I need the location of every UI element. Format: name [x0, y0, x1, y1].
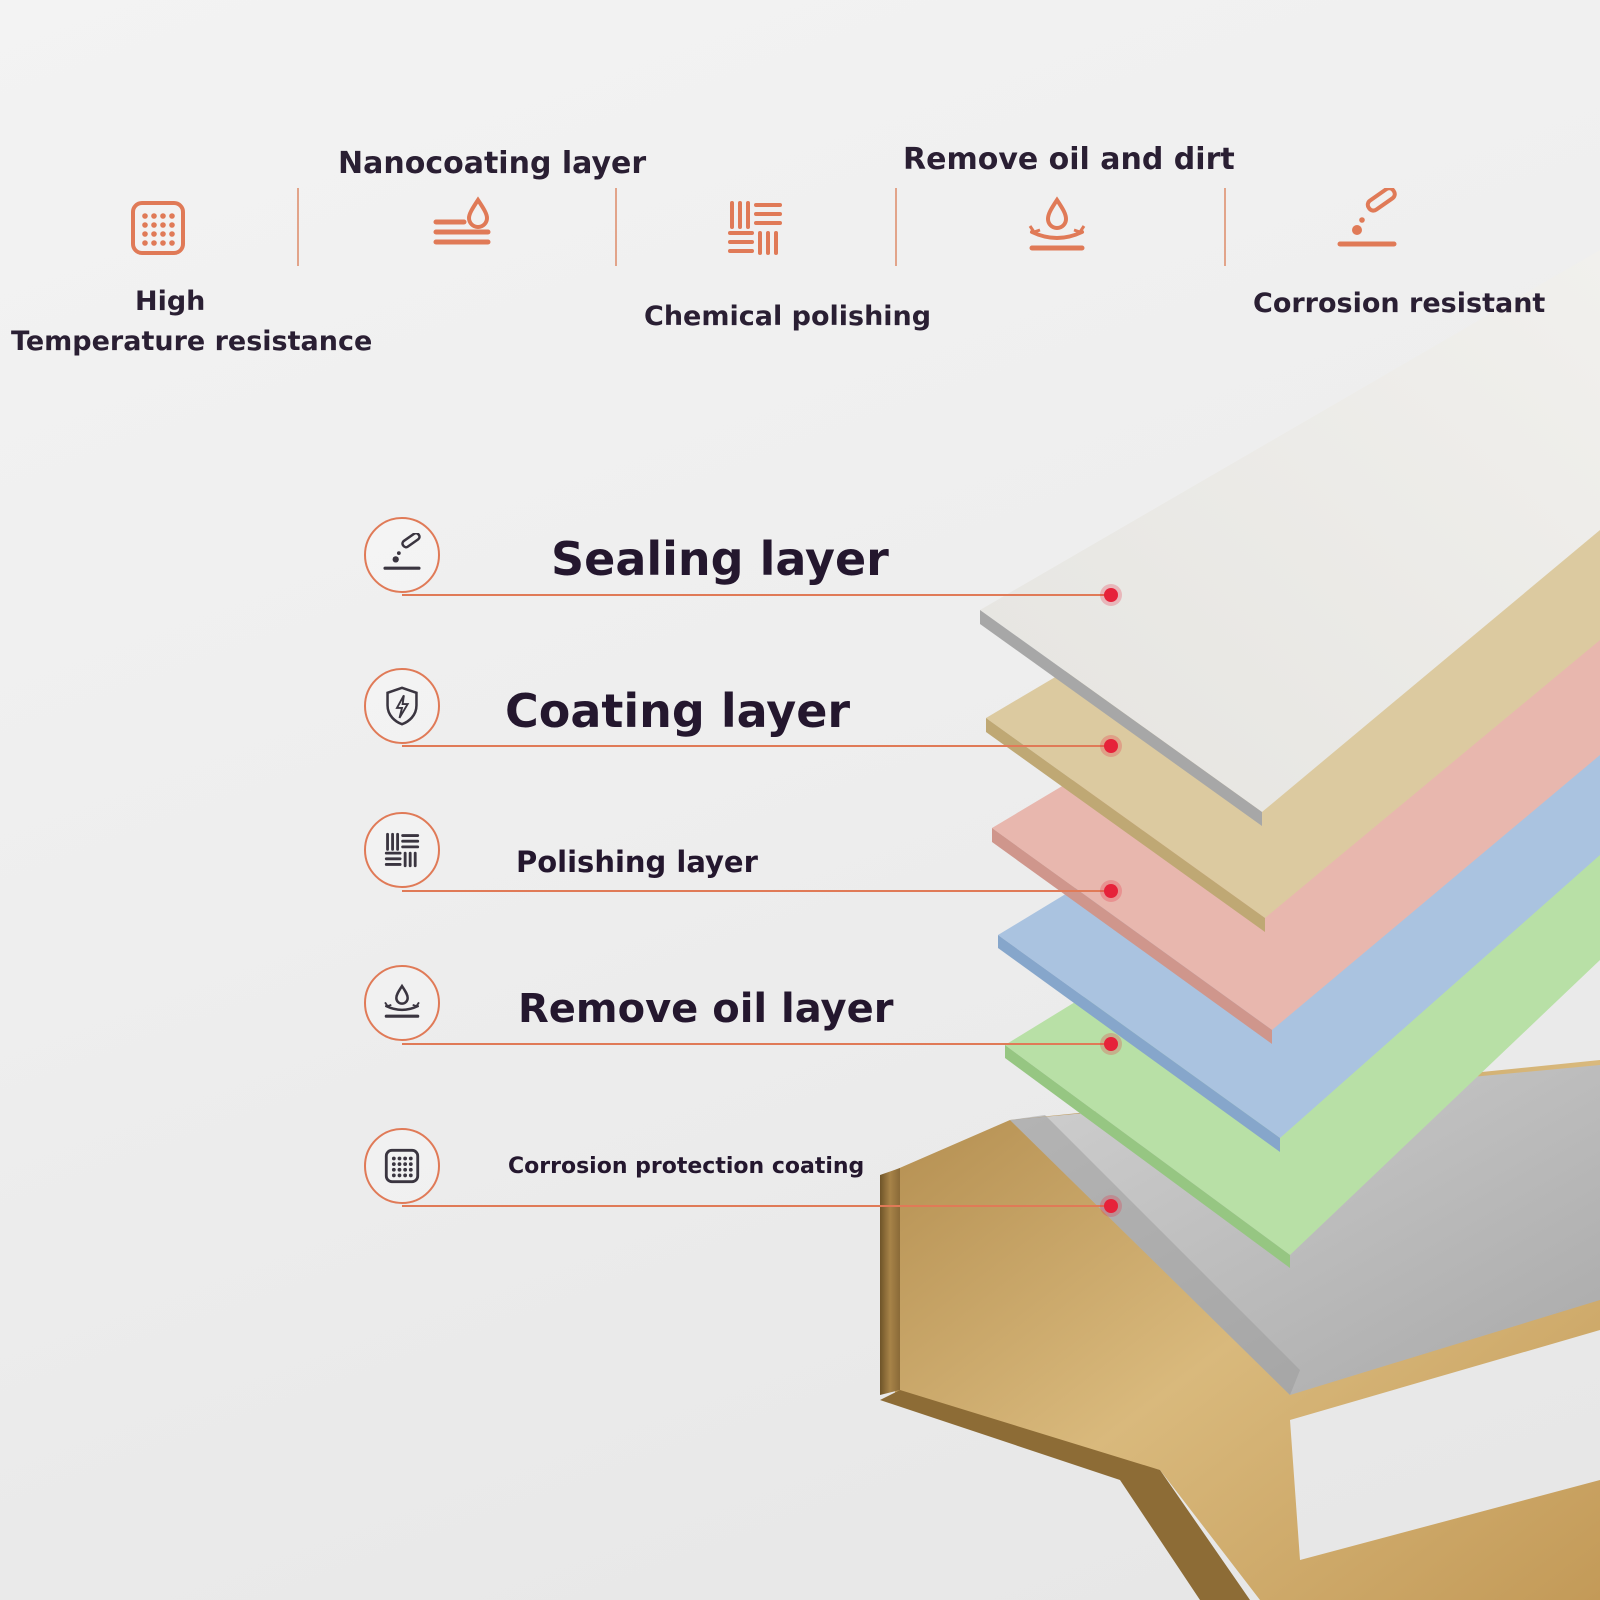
feature-label: Corrosion resistant — [1253, 288, 1546, 319]
feature-label: Nanocoating layer — [338, 146, 647, 181]
water-drop-icon — [1028, 196, 1086, 251]
feature-label: Chemical polishing — [644, 301, 932, 332]
sealing-icon-ring — [364, 517, 440, 593]
separator — [615, 188, 617, 266]
separator — [1224, 188, 1226, 266]
polish-lines-icon — [728, 201, 782, 255]
pointer-dot — [1104, 1037, 1118, 1051]
layer-label: Remove oil layer — [518, 986, 894, 1032]
corrosion-icon-ring — [364, 1128, 440, 1204]
feature-label: Remove oil and dirt — [903, 142, 1235, 177]
layer-label: Sealing layer — [551, 532, 889, 586]
pointer-dot — [1104, 588, 1118, 602]
pointer-dot — [1104, 739, 1118, 753]
separator — [297, 188, 299, 266]
leader-line — [402, 1043, 1110, 1045]
layer-label: Polishing layer — [516, 845, 758, 879]
pointer-dot — [1104, 884, 1118, 898]
spray-nozzle-icon — [1337, 188, 1397, 247]
layers-drop-icon — [433, 196, 491, 245]
spray-nozzle-icon — [383, 533, 421, 570]
grid-dots-icon — [384, 1148, 420, 1184]
grid-dots-icon — [131, 201, 185, 255]
coating-icon-ring — [364, 668, 440, 744]
leader-line — [402, 745, 1110, 747]
water-drop-icon — [384, 983, 420, 1018]
layer-label: Corrosion protection coating — [508, 1154, 865, 1179]
leader-line — [402, 1205, 1110, 1207]
layer-sealing-plate — [980, 250, 1600, 826]
pointer-dot — [1104, 1199, 1118, 1213]
remove-oil-icon-ring — [364, 965, 440, 1041]
feature-label-line2: Temperature resistance — [11, 326, 373, 357]
leader-line — [402, 890, 1110, 892]
separator — [895, 188, 897, 266]
feature-label-line1: High — [135, 286, 206, 317]
polishing-icon-ring — [364, 812, 440, 888]
layer-label: Coating layer — [505, 684, 851, 738]
shield-bolt-icon — [386, 686, 418, 726]
polish-lines-icon — [384, 832, 420, 868]
leader-line — [402, 594, 1110, 596]
